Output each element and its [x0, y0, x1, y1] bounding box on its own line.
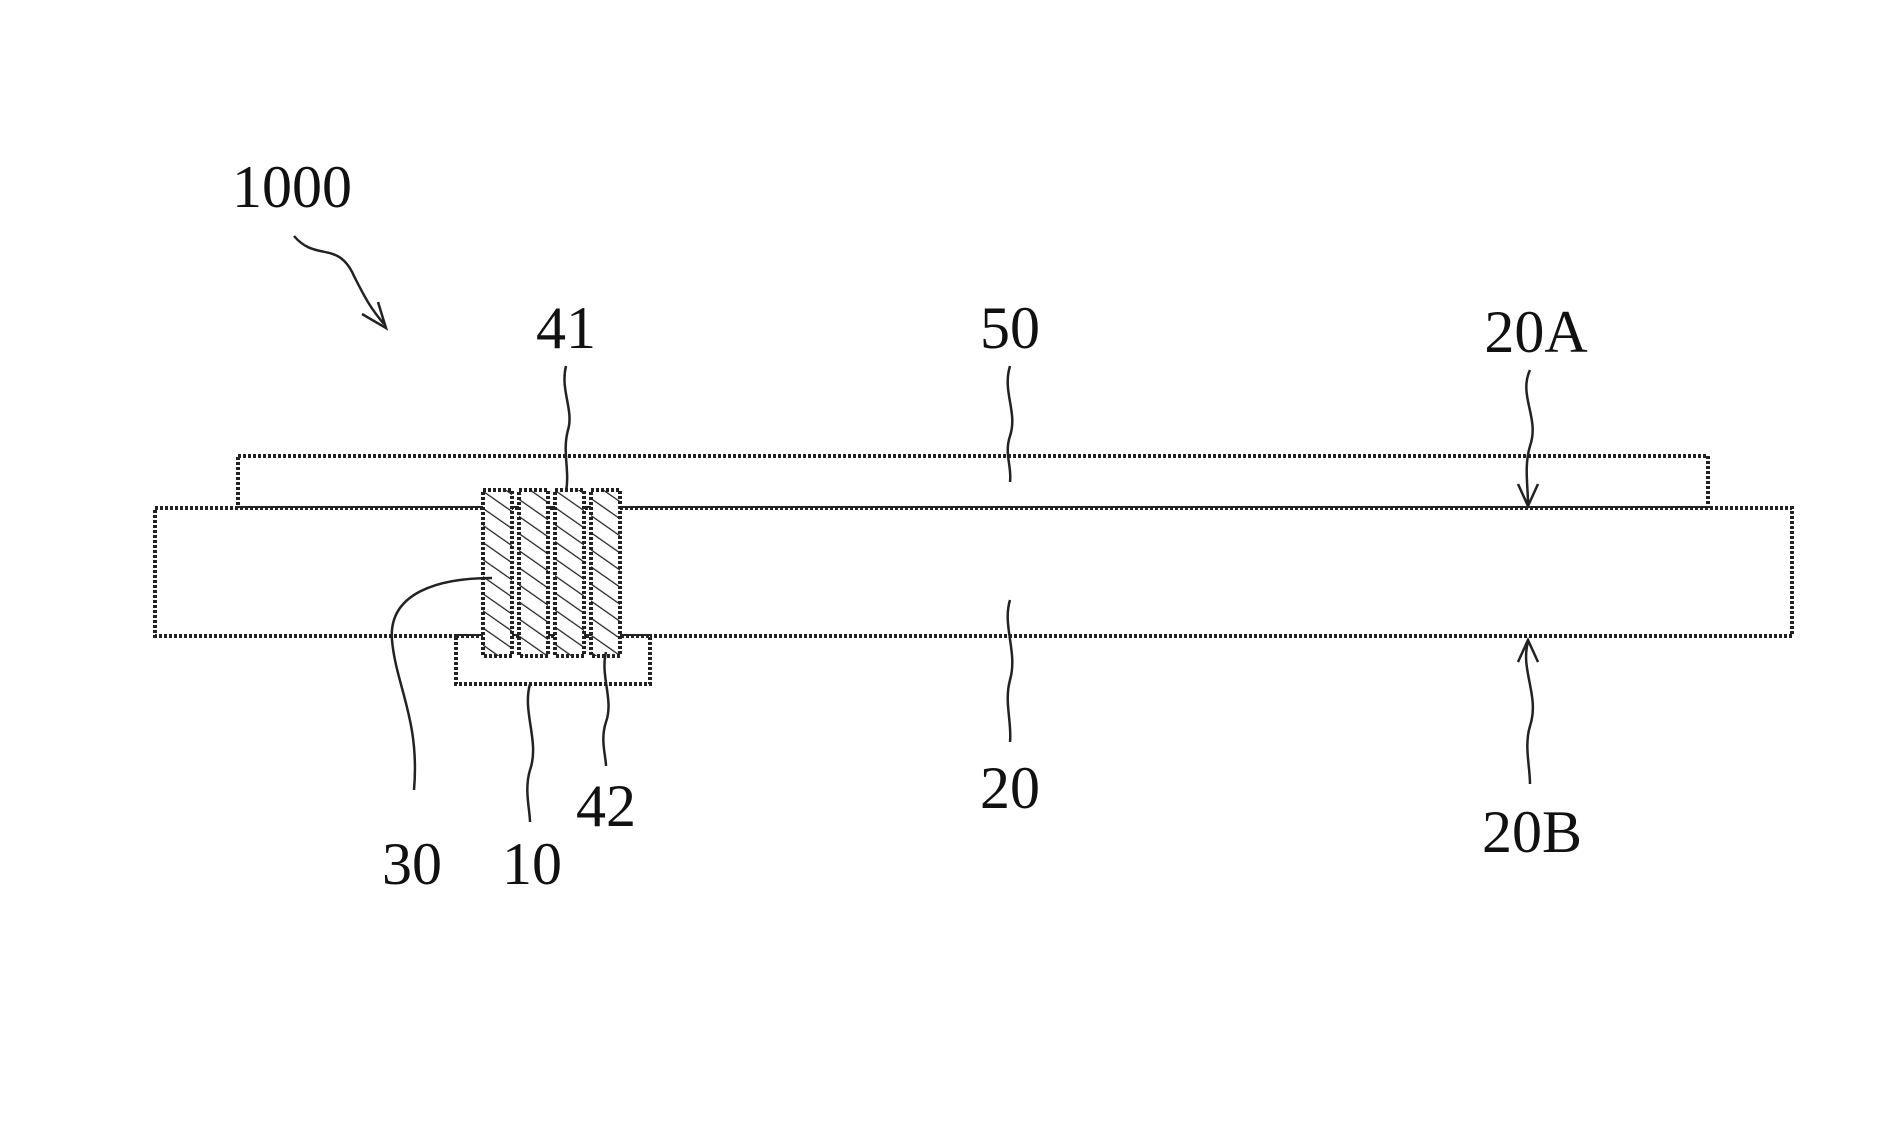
surface-20B-leader — [1526, 642, 1533, 784]
via-41-label: 41 — [536, 295, 596, 361]
surface-20B-label: 20B — [1482, 799, 1582, 865]
via-41 — [519, 490, 548, 656]
surface-20A-label: 20A — [1484, 299, 1587, 365]
assembly-arrowhead — [362, 302, 386, 328]
assembly-leader — [294, 236, 384, 324]
via-42 — [591, 490, 620, 656]
via-30 — [483, 490, 512, 656]
substrate-20-label: 20 — [980, 755, 1040, 821]
chip-10-leader — [527, 684, 533, 822]
layer-50-label: 50 — [980, 295, 1040, 361]
substrate-20 — [155, 508, 1792, 636]
via-middle — [555, 490, 584, 656]
layer-50 — [238, 456, 1708, 508]
assembly-label: 1000 — [232, 154, 352, 220]
via-30-label: 30 — [382, 831, 442, 897]
chip-10-label: 10 — [502, 831, 562, 897]
via-42-label: 42 — [576, 773, 636, 839]
